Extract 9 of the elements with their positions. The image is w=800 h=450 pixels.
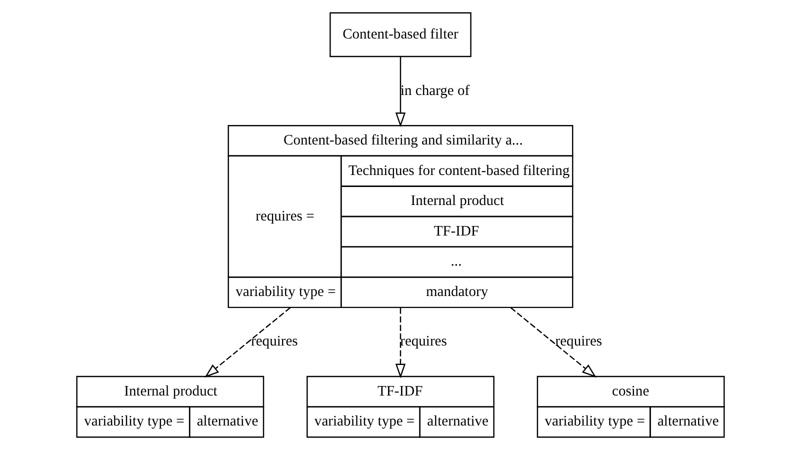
edge-label: requires	[250, 334, 298, 350]
arrow	[204, 307, 290, 378]
arrow	[394, 56, 406, 128]
edge-label: requires	[554, 334, 602, 350]
edge-label: requires	[400, 334, 446, 350]
edge-label: in charge of	[400, 82, 470, 99]
node-box: Content-based filter	[329, 12, 471, 58]
arrow	[394, 308, 406, 378]
arrow	[510, 307, 596, 378]
